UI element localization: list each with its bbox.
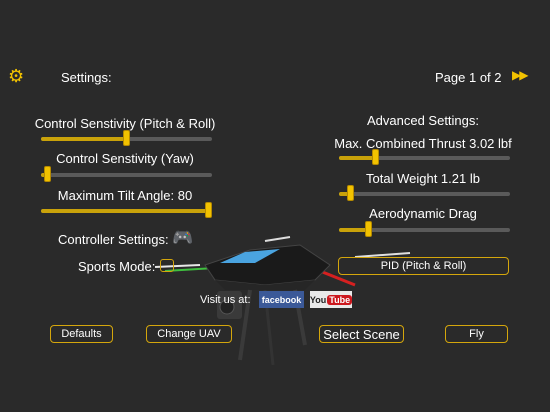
max-tilt-angle-slider[interactable] <box>41 202 212 218</box>
change-uav-button[interactable]: Change UAV <box>146 325 232 343</box>
sports-mode-checkbox[interactable] <box>160 259 174 272</box>
youtube-tube-text: Tube <box>327 294 353 305</box>
drag-slider-thumb[interactable] <box>365 221 372 237</box>
select-scene-button[interactable]: Select Scene <box>319 325 404 343</box>
visit-us-label: Visit us at: <box>200 294 251 306</box>
max-thrust-label: Max. Combined Thrust 3.02 lbf <box>334 136 512 151</box>
weight-slider-thumb[interactable] <box>347 185 354 201</box>
aerodynamic-drag-label: Aerodynamic Drag <box>369 206 477 221</box>
pitch-roll-slider-thumb[interactable] <box>123 130 130 146</box>
yaw-sensitivity-label: Control Senstivity (Yaw) <box>56 151 194 166</box>
pid-pitch-roll-button[interactable]: PID (Pitch & Roll) <box>338 257 509 275</box>
yaw-sensitivity-slider[interactable] <box>41 166 212 182</box>
drone-illustration <box>155 236 411 366</box>
facebook-button[interactable]: facebook <box>259 291 304 308</box>
gear-icon[interactable]: ⚙ <box>8 66 25 86</box>
yaw-slider-thumb[interactable] <box>44 166 51 182</box>
thrust-slider-thumb[interactable] <box>372 149 379 165</box>
tilt-slider-thumb[interactable] <box>205 202 212 218</box>
youtube-you-text: You <box>309 294 327 305</box>
controller-settings-label: Controller Settings: <box>58 232 169 247</box>
aerodynamic-drag-slider[interactable] <box>339 221 510 237</box>
pitch-roll-sensitivity-slider[interactable] <box>41 130 212 146</box>
sports-mode-label: Sports Mode: <box>78 259 156 274</box>
defaults-button[interactable]: Defaults <box>50 325 113 343</box>
total-weight-slider[interactable] <box>339 185 510 201</box>
max-tilt-angle-label: Maximum Tilt Angle: 80 <box>57 188 193 203</box>
max-thrust-slider[interactable] <box>339 149 510 165</box>
pitch-roll-sensitivity-label: Control Senstivity (Pitch & Roll) <box>34 116 216 131</box>
page-indicator: Page 1 of 2 <box>435 70 502 85</box>
next-page-icon[interactable]: ▶▶ <box>512 68 529 82</box>
gamepad-icon[interactable]: 🎮 <box>172 228 194 247</box>
advanced-settings-heading: Advanced Settings: <box>366 113 480 128</box>
page-title: Settings: <box>61 70 112 85</box>
total-weight-label: Total Weight 1.21 lb <box>366 171 480 186</box>
fly-button[interactable]: Fly <box>445 325 508 343</box>
